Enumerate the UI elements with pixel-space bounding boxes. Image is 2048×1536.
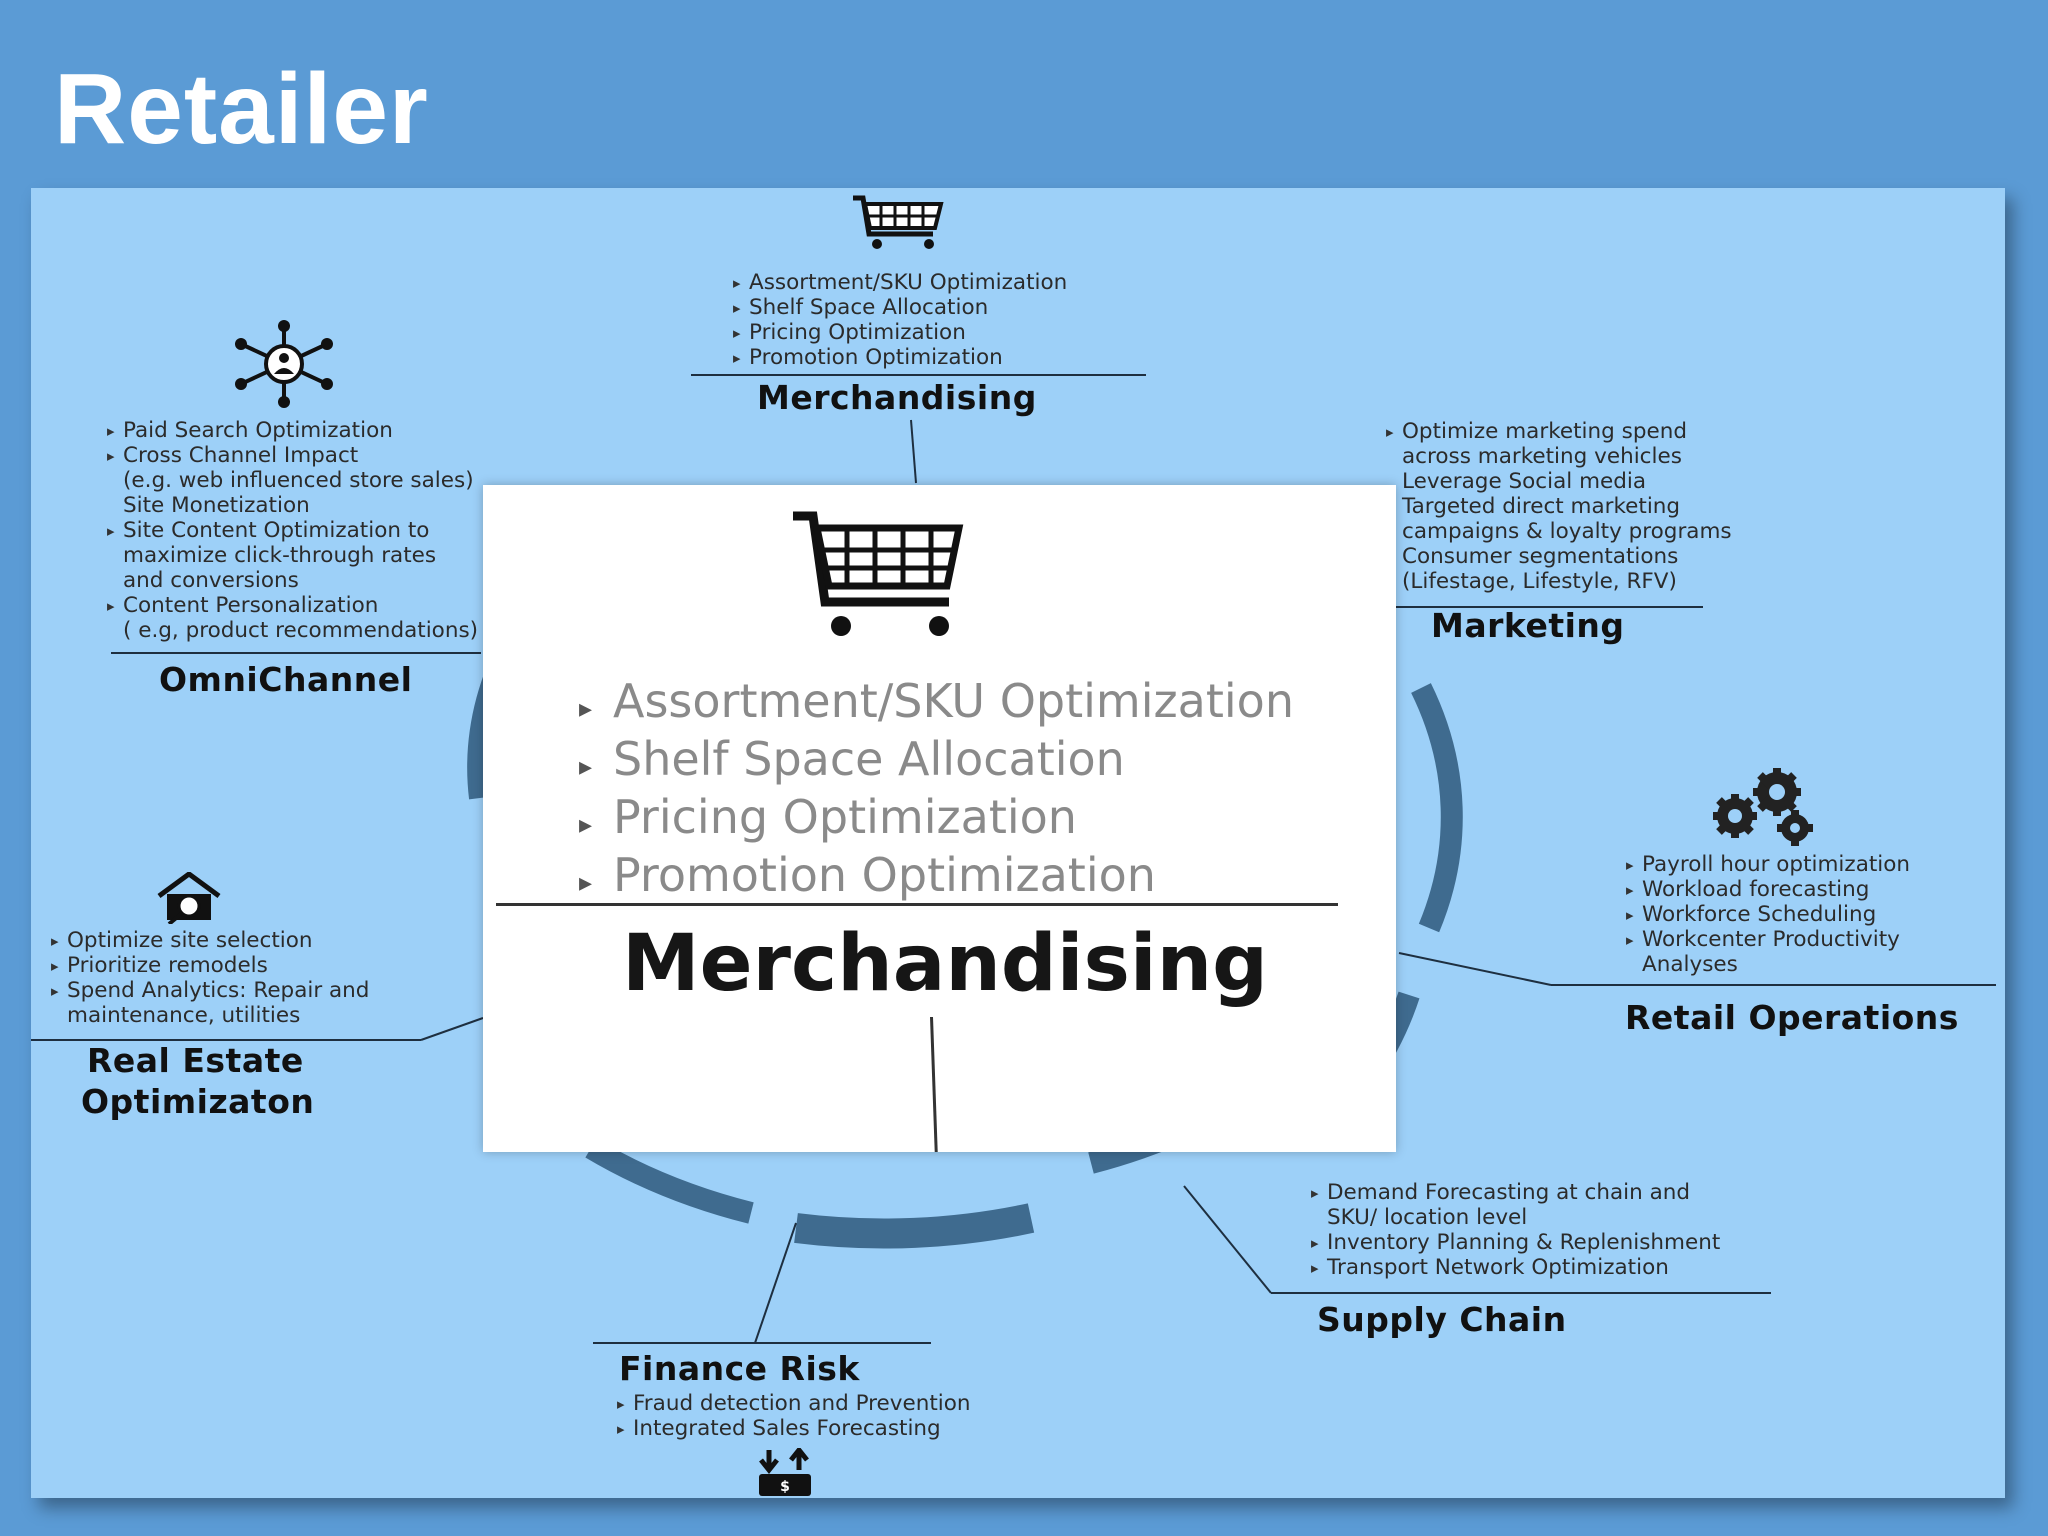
- list-item: Leverage Social media: [1402, 469, 1647, 494]
- list-item: Assortment/SKU Optimization: [579, 672, 1294, 738]
- list-item: Integrated Sales Forecasting: [617, 1416, 971, 1442]
- list-item: Optimize marketing spend: [1386, 419, 1732, 445]
- marketing-label: Marketing: [1431, 606, 1625, 645]
- real-estate-list: Optimize site selection Prioritize remod…: [51, 928, 369, 1028]
- supply-chain-list: Demand Forecasting at chain and SKU/ loc…: [1311, 1180, 1720, 1281]
- merchandising-zoom-label: Merchandising: [622, 919, 1269, 1009]
- list-item: Site Monetization: [123, 493, 310, 518]
- real-estate-label-line2: Optimizaton: [81, 1082, 315, 1121]
- list-item: Demand Forecasting at chain and: [1311, 1180, 1720, 1206]
- list-item: Transport Network Optimization: [1311, 1255, 1720, 1281]
- list-item: Cross Channel Impact: [107, 443, 481, 469]
- supply-chain-label: Supply Chain: [1317, 1300, 1567, 1339]
- network-person-icon: [235, 320, 333, 408]
- slide-title: Retailer: [54, 53, 429, 165]
- omnichannel-label: OmniChannel: [159, 660, 413, 699]
- money-flow-icon: $: [759, 1448, 811, 1496]
- list-item: Assortment/SKU Optimization: [733, 270, 1067, 296]
- omnichannel-list: Paid Search Optimization Cross Channel I…: [107, 418, 481, 643]
- list-item: Targeted direct marketing: [1402, 494, 1681, 519]
- list-item: Site Content Optimization to: [107, 518, 481, 544]
- list-item: maintenance, utilities: [67, 1003, 301, 1028]
- finance-risk-label: Finance Risk: [619, 1349, 860, 1388]
- zoom-connector-line: [930, 1016, 938, 1152]
- zoom-divider: [496, 903, 1338, 906]
- list-item: Workforce Scheduling: [1626, 902, 1910, 928]
- list-item: Analyses: [1642, 952, 1738, 977]
- shopping-cart-icon: [793, 511, 964, 636]
- merchandising-zoom-list: Assortment/SKU Optimization Shelf Space …: [579, 672, 1294, 912]
- marketing-list: Optimize marketing spend across marketin…: [1386, 419, 1732, 594]
- list-item: Spend Analytics: Repair and: [51, 978, 369, 1004]
- gears-icon: [1713, 768, 1813, 846]
- diagram-lines: [31, 374, 1996, 1344]
- list-item: Workcenter Productivity: [1626, 927, 1910, 953]
- list-item: Optimize site selection: [51, 928, 369, 954]
- retail-operations-label: Retail Operations: [1625, 998, 1959, 1037]
- shopping-cart-icon: [853, 195, 944, 249]
- finance-risk-list: Fraud detection and Prevention Integrate…: [617, 1391, 971, 1442]
- list-item: Shelf Space Allocation: [733, 295, 1067, 321]
- connector-lines: [31, 374, 1996, 1344]
- list-item: Content Personalization: [107, 593, 481, 619]
- list-item: Promotion Optimization: [733, 345, 1067, 371]
- list-item: Pricing Optimization: [733, 320, 1067, 346]
- list-item: (Lifestage, Lifestyle, RFV): [1402, 569, 1677, 594]
- list-item: Fraud detection and Prevention: [617, 1391, 971, 1417]
- list-item: Shelf Space Allocation: [579, 730, 1294, 796]
- merchandising-zoom-card: Assortment/SKU Optimization Shelf Space …: [483, 485, 1396, 1152]
- svg-text:$: $: [780, 1479, 790, 1495]
- retail-operations-list: Payroll hour optimization Workload forec…: [1626, 852, 1910, 977]
- list-item: Promotion Optimization: [579, 846, 1294, 912]
- list-item: Pricing Optimization: [579, 788, 1294, 854]
- list-item: across marketing vehicles: [1402, 444, 1682, 469]
- list-item: SKU/ location level: [1327, 1205, 1528, 1230]
- list-item: maximize click-through rates: [123, 543, 437, 568]
- list-item: Workload forecasting: [1626, 877, 1910, 903]
- list-item: ( e.g, product recommendations): [123, 618, 479, 643]
- list-item: campaigns & loyalty programs: [1402, 519, 1732, 544]
- list-item: Consumer segmentations: [1402, 544, 1679, 569]
- list-item: Prioritize remodels: [51, 953, 369, 979]
- list-item: Payroll hour optimization: [1626, 852, 1910, 878]
- merchandising-label: Merchandising: [757, 378, 1037, 417]
- list-item: (e.g. web influenced store sales): [123, 468, 474, 493]
- list-item: Paid Search Optimization: [107, 418, 481, 444]
- list-item: Inventory Planning & Replenishment: [1311, 1230, 1720, 1256]
- list-item: and conversions: [123, 568, 299, 593]
- real-estate-label-line1: Real Estate: [87, 1041, 304, 1080]
- merchandising-list: Assortment/SKU Optimization Shelf Space …: [733, 270, 1067, 371]
- house-search-icon: [157, 872, 221, 924]
- diagram-panel: Assortment/SKU Optimization Shelf Space …: [31, 188, 2005, 1498]
